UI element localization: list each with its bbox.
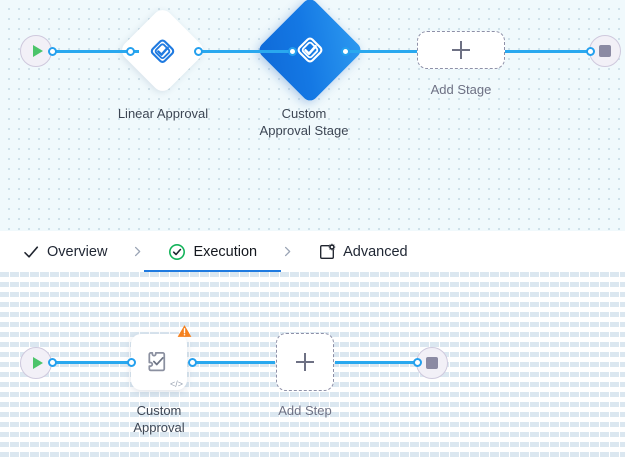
stage-start-output-port[interactable] (48, 47, 57, 56)
step-label-custom-approval: Custom Approval (133, 403, 185, 435)
stage-detail-tabs: Overview Execution Advanced (0, 231, 625, 272)
stage-node-linear-approval[interactable] (117, 5, 208, 96)
add-step-label: Add Step (278, 403, 332, 418)
approval-stamp-icon (297, 37, 323, 63)
add-step-button[interactable] (276, 333, 334, 391)
tab-execution[interactable]: Execution (144, 231, 281, 272)
linear-approval-input-port[interactable] (126, 47, 135, 56)
code-icon: </> (169, 379, 183, 389)
chevron-right-icon (135, 246, 141, 257)
play-icon (32, 45, 43, 57)
edge-add-step-to-end (335, 361, 417, 364)
puzzle-check-icon (148, 352, 166, 372)
play-icon (32, 357, 43, 369)
tab-advanced[interactable]: Advanced (316, 231, 410, 272)
check-icon (24, 245, 39, 258)
approval-stamp-icon (150, 38, 175, 63)
edge-add-stage-to-end (505, 50, 590, 53)
step-node-custom-approval[interactable]: </> (131, 325, 192, 390)
custom-stage-output-port[interactable] (341, 47, 350, 56)
tab-overview[interactable]: Overview (20, 231, 109, 272)
stop-icon (599, 45, 611, 57)
custom-approval-output-port[interactable] (188, 358, 197, 367)
stage-end-input-port[interactable] (586, 47, 595, 56)
edge-start-to-custom-approval (52, 361, 131, 364)
tab-execution-label: Execution (193, 243, 258, 260)
edge-linear-approval-to-custom-stage (197, 50, 292, 53)
add-stage-label: Add Stage (430, 82, 492, 97)
stage-node-custom-approval-stage[interactable] (256, 0, 364, 104)
stop-icon (426, 357, 438, 369)
edge-custom-stage-to-add-stage (345, 50, 417, 53)
edge-start-to-linear-approval (52, 50, 139, 53)
warning-triangle-icon (177, 325, 192, 337)
linear-approval-output-port[interactable] (194, 47, 203, 56)
plus-icon (452, 41, 470, 59)
check-circle-icon (169, 243, 186, 260)
tab-overview-label: Overview (47, 243, 108, 260)
stage-label-linear-approval: Linear Approval (117, 106, 209, 121)
stage-label-custom-approval-stage: Custom Approval Stage (259, 106, 349, 138)
stage-flow-canvas[interactable]: Linear Approval Custom Approval Stage Ad… (0, 0, 625, 231)
custom-stage-input-port[interactable] (288, 47, 297, 56)
edge-custom-approval-to-add-step (191, 361, 275, 364)
plus-icon (296, 353, 314, 371)
step-start-output-port[interactable] (48, 358, 57, 367)
step-flow-canvas[interactable]: </> Custom Approval Add Step (0, 272, 625, 461)
stage-start-node[interactable] (20, 35, 52, 67)
frame-gear-icon (320, 243, 336, 259)
add-stage-button[interactable] (417, 31, 505, 69)
step-end-input-port[interactable] (413, 358, 422, 367)
tab-advanced-label: Advanced (343, 243, 408, 260)
chevron-right-icon (285, 246, 291, 257)
custom-approval-input-port[interactable] (127, 358, 136, 367)
